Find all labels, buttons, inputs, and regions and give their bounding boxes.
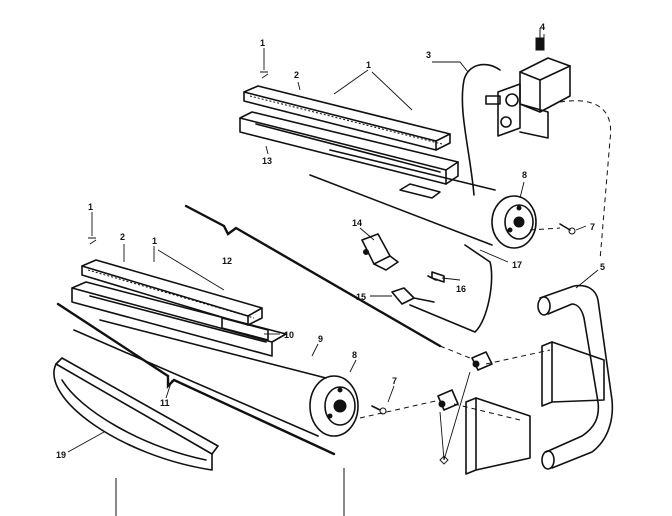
callout-labels: 1 1 2 3 4 8 7 5 13 14 12 17 16 15 1 2 1 … [56,22,605,460]
callout-12: 12 [222,256,232,266]
lower-burner-tray [71,281,287,357]
callout-2-upper: 2 [294,70,299,80]
callout-7-lower: 7 [392,376,397,386]
callout-7-upper: 7 [590,222,595,232]
reflector-baffle [53,357,219,471]
callout-1-upper-left: 1 [260,38,265,48]
lower-burner-grid [81,259,263,326]
callout-3: 3 [426,50,431,60]
callout-14: 14 [352,218,362,228]
elbow-upper [471,351,493,371]
callout-13: 13 [262,156,272,166]
fitting [391,287,435,305]
callout-17: 17 [512,260,522,270]
lower-screw [371,405,387,415]
section-line-lower [56,302,336,456]
upper-burner-grid [243,85,451,151]
callout-1-lower-left: 1 [88,202,93,212]
manifold-pipe [537,284,614,470]
lower-burner-assembly [71,259,387,437]
upper-burner-tray [239,111,459,185]
lower-air-shutter [309,375,359,437]
callout-8-lower: 8 [352,350,357,360]
callout-1-lower-right: 1 [152,236,157,246]
callout-9: 9 [318,334,323,344]
manifold-bracket-upper [541,341,605,407]
gas-valve [485,28,571,139]
upper-screw [559,223,576,235]
leader-lines [67,34,599,453]
callout-16: 16 [456,284,466,294]
callout-19: 19 [56,450,66,460]
callout-11: 11 [160,398,170,408]
callout-8-upper: 8 [522,170,527,180]
callout-1-upper-right: 1 [366,60,371,70]
upper-burner-tube [309,149,496,246]
section-line-upper [184,204,442,348]
callout-10: 10 [284,330,294,340]
elbow-lower [437,389,459,411]
orifice-fitting [427,271,445,283]
lower-burner-tube [73,319,327,437]
upper-air-shutter [491,195,537,249]
callout-2-lower: 2 [120,232,125,242]
callout-5: 5 [600,262,605,272]
thermocouple-lead [461,63,501,196]
manifold-bracket-lower [465,397,531,475]
callout-15: 15 [356,292,366,302]
callout-4: 4 [540,22,545,32]
pilot-tube [409,244,493,333]
upper-burner-assembly [239,85,576,249]
pilot-assembly [361,233,399,271]
